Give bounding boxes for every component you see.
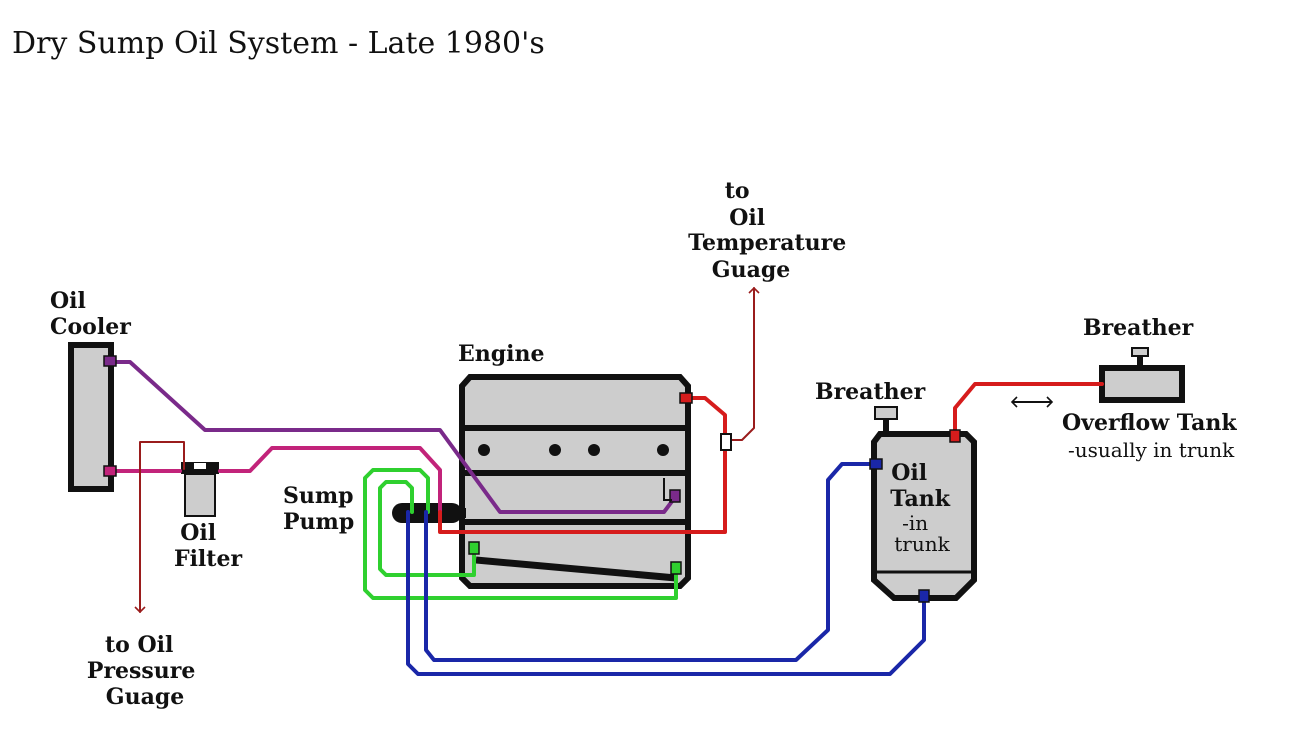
tank-return-fitting: [869, 458, 883, 470]
label-line: to Oil: [105, 632, 173, 658]
engine-port-dot: [588, 444, 600, 456]
label-line: Sump: [283, 483, 354, 509]
tank-supply-line: [406, 510, 926, 676]
cooler-top-fitting: [103, 355, 117, 367]
engine-port-dot: [478, 444, 490, 456]
oil-tank: [871, 406, 977, 601]
cooler-supply-line: [109, 360, 678, 514]
oil-cooler: [68, 342, 114, 492]
label-line: Cooler: [50, 314, 131, 340]
label-line: Oil: [891, 460, 927, 486]
label-line: Pump: [283, 509, 354, 535]
tank-supply-fitting: [918, 589, 930, 603]
label-overflow-breather: Breather: [1083, 315, 1194, 341]
engine-port-dot: [549, 444, 561, 456]
label-to-oil-pressure-gauge: to Oil Pressure Guage: [87, 632, 203, 710]
diagram-title: Dry Sump Oil System - Late 1980's: [12, 26, 545, 61]
label-line: Overflow Tank: [1062, 410, 1237, 436]
temperature-sender: [720, 433, 732, 451]
tank-breather-cap: [874, 406, 898, 420]
label-sump-pump: Sump Pump: [283, 483, 361, 535]
label-line: Guage: [106, 684, 184, 710]
engine-supply-fitting: [669, 489, 681, 503]
label-line: Pressure: [87, 658, 196, 684]
tank-overflow-fitting: [949, 429, 961, 443]
temperature-gauge-line: [726, 286, 760, 441]
scavenge-line-inner: [378, 480, 476, 577]
label-line: to: [725, 178, 750, 204]
label-engine: Engine: [458, 341, 545, 367]
oil-filter: [181, 462, 219, 517]
label-line: trunk: [894, 532, 950, 556]
pan-scavenge-fitting: [670, 561, 682, 575]
feed-line: [438, 396, 727, 534]
label-line: -usually in trunk: [1068, 438, 1235, 462]
label-to-oil-temperature-gauge: to Oil Temperature Guage: [688, 178, 854, 283]
label-oil-cooler: Oil Cooler: [50, 288, 131, 340]
label-tank-breather: Breather: [815, 379, 926, 405]
engine-feed-fitting: [679, 392, 693, 404]
label-line: Oil: [180, 520, 216, 546]
label-line: Filter: [174, 546, 242, 572]
overflow-tank: [1099, 347, 1185, 403]
scavenge-line-outer: [363, 468, 678, 600]
label-oil-filter: Oil Filter: [174, 520, 242, 572]
pan-scavenge-fitting: [468, 541, 480, 555]
label-line: -in: [902, 511, 928, 535]
cooler-return-line: [109, 446, 442, 514]
engine: [459, 374, 691, 589]
label-line: Oil: [50, 288, 86, 314]
label-overflow-tank: Overflow Tank -usually in trunk: [1062, 410, 1241, 462]
tank-return-line: [424, 462, 879, 662]
label-line: Tank: [890, 486, 951, 512]
overflow-line: [953, 382, 1104, 436]
label-line: Oil: [729, 205, 765, 231]
engine-port-dot: [657, 444, 669, 456]
label-line: Guage: [712, 257, 790, 283]
label-oil-tank: Oil Tank -in trunk: [890, 460, 957, 556]
pressure-gauge-line: [134, 441, 185, 614]
cooler-bottom-fitting: [103, 465, 117, 477]
label-line: Temperature: [688, 230, 846, 256]
overflow-breather-cap: [1131, 347, 1149, 357]
